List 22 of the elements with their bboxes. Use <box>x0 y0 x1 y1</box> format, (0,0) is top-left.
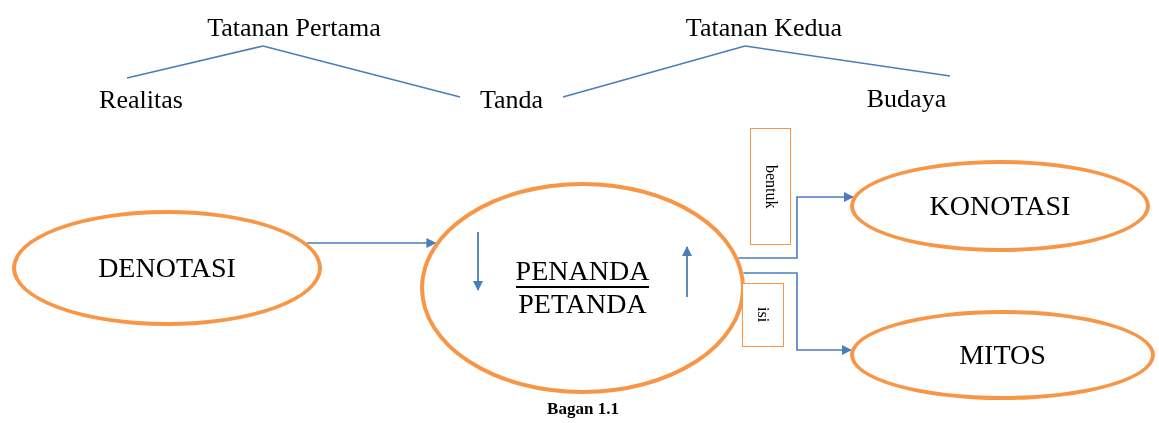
node-label: DENOTASI <box>98 252 236 284</box>
connector-line <box>562 45 746 98</box>
level-label: Tatanan Pertama <box>183 10 405 46</box>
connector-line <box>126 45 264 79</box>
denominator-label: PETANDA <box>518 287 647 320</box>
level-label: Tatanan Kedua <box>665 10 863 46</box>
level-label: Realitas <box>85 78 197 122</box>
arrow <box>737 192 854 259</box>
arrow <box>306 238 437 248</box>
node-label: KONOTASI <box>929 190 1071 222</box>
ellipse-node <box>850 310 1155 400</box>
connector-line <box>262 45 461 98</box>
label-box: bentuk <box>750 128 791 245</box>
node-label: MITOS <box>959 339 1046 371</box>
level-label: Tanda <box>460 80 563 120</box>
level-label: Budaya <box>855 76 958 122</box>
ellipse-node <box>12 210 322 326</box>
ellipse-node <box>850 160 1150 252</box>
connector-line <box>744 45 951 77</box>
label-box: isi <box>742 283 784 347</box>
arrow <box>742 272 852 355</box>
numerator-label: PENANDA <box>515 256 650 288</box>
